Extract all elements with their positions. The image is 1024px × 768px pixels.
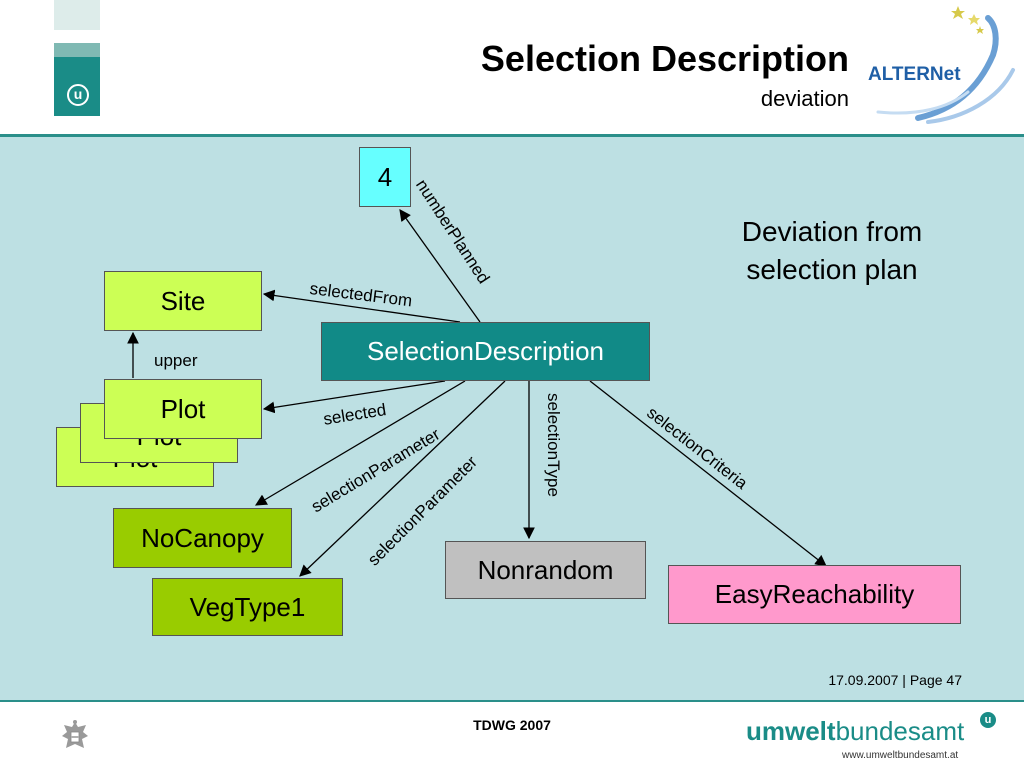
- header-stripe-light: [54, 0, 100, 30]
- slide-subtitle: deviation: [760, 86, 849, 111]
- edge-label-selection-type: selectionType: [544, 393, 563, 497]
- edge-label-upper: upper: [154, 351, 198, 370]
- event-name: TDWG 2007: [473, 717, 551, 733]
- umweltbundesamt-u-logo-icon: u: [67, 84, 89, 106]
- footer-divider: [0, 700, 1024, 702]
- umweltbundesamt-u-badge-icon: u: [980, 712, 996, 728]
- umweltbundesamt-logo-bold: umwelt: [746, 716, 836, 746]
- header-divider: [0, 134, 1024, 137]
- deviation-note-line1: Deviation from: [741, 216, 923, 247]
- node-nonrandom: Nonrandom: [445, 541, 646, 599]
- slide-title: Selection Description: [480, 38, 849, 79]
- austrian-eagle-crest-icon: [62, 720, 88, 748]
- node-nocanopy: NoCanopy: [113, 508, 292, 568]
- deviation-note-line2: selection plan: [746, 254, 918, 285]
- node-site: Site: [104, 271, 262, 331]
- header-stripe-white: [54, 30, 100, 43]
- deviation-note: Deviation from selection plan: [712, 213, 952, 289]
- node-selection-description: SelectionDescription: [321, 322, 650, 381]
- node-vegtype1: VegType1: [152, 578, 343, 636]
- node-number-planned-value: 4: [359, 147, 411, 207]
- header-stripe-mid: [54, 43, 100, 57]
- umweltbundesamt-logo-regular: bundesamt: [835, 716, 965, 746]
- date-page-number: 17.09.2007 | Page 47: [828, 672, 962, 688]
- alternet-logo: ALTERNet: [868, 6, 1015, 124]
- umweltbundesamt-logo: umweltbundesamt: [746, 716, 964, 747]
- organization-url: www.umweltbundesamt.at: [842, 750, 959, 761]
- node-plot: Plot: [104, 379, 262, 439]
- node-easy-reachability: EasyReachability: [668, 565, 961, 624]
- alternet-logo-text: ALTERNet: [868, 64, 961, 85]
